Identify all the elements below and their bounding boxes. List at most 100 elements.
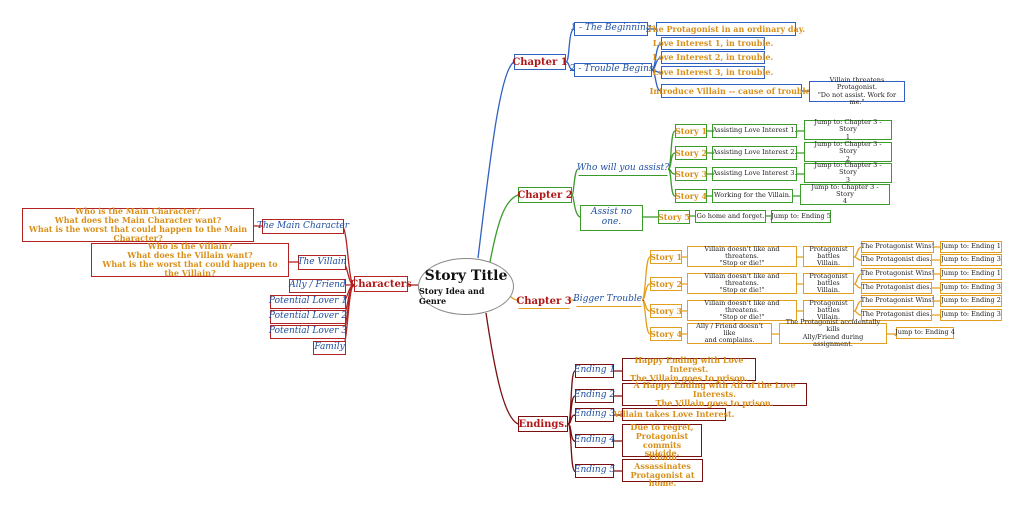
text-line: battles Villain.	[816, 251, 841, 268]
ch3-story-4-jump[interactable]: Jump to: Ending 4	[895, 327, 955, 339]
ch3-story-2[interactable]: Story 2	[650, 277, 682, 291]
ch2-story-3-action[interactable]: Assisting Love Interest 3.	[712, 167, 797, 181]
question-line: What does the Main Character want?	[54, 215, 222, 226]
chapter-2-node[interactable]: Chapter 2	[517, 187, 573, 203]
potential-lover-1-node[interactable]: Potential Lover 1	[269, 295, 347, 309]
question-line: Who is the Villain?	[147, 241, 233, 252]
ch3-story-3-win-jump[interactable]: Jump to: Ending 2	[940, 295, 1002, 307]
note-line: Villain threatens Protagonist.	[829, 76, 885, 92]
ch2-story-1-jump[interactable]: Jump to: Chapter 3 - Story 1	[804, 119, 892, 141]
text-line: Protagonist	[809, 244, 848, 253]
chapter-1-node[interactable]: Chapter 1	[512, 54, 568, 70]
ch3-story-4-kill[interactable]: The Protagonist accidentally kills Ally/…	[779, 319, 887, 347]
jump-line: Jump to: Chapter 3 - Story	[811, 182, 879, 198]
ch2-story-2-action[interactable]: Assisting Love Interest 2.	[712, 146, 797, 160]
endings-node[interactable]: Endings.	[518, 416, 568, 432]
ch2-story-3[interactable]: Story 3	[675, 167, 707, 181]
potential-lover-3-node[interactable]: Potential Lover 3	[269, 325, 347, 339]
ch2-story-5[interactable]: Story 5	[658, 210, 690, 224]
ending-2-detail[interactable]: A Happy Ending with All of the Love Inte…	[622, 380, 807, 408]
ch3-story-2-die[interactable]: The Protagonist dies.	[861, 282, 932, 294]
text-line: Protagonist at home.	[630, 469, 695, 489]
question-line: What is the worst that could happen to t…	[102, 259, 278, 278]
potential-lover-2-node[interactable]: Potential Lover 2	[269, 310, 347, 324]
label-line: one.	[601, 217, 622, 227]
ch3-story-1[interactable]: Story 1	[650, 250, 682, 264]
text-line: "Stop or die!"	[719, 313, 765, 322]
ch1-beginning-node[interactable]: 1 - The Beginning	[570, 22, 652, 36]
text-line: "Stop or die!"	[719, 259, 765, 268]
ch3-story-4-complaint[interactable]: Ally / Friend doesn't like and complains…	[687, 321, 772, 344]
text-line: Protagonist	[809, 271, 848, 280]
ch3-bigger-trouble-node[interactable]: Bigger Trouble.	[573, 293, 645, 307]
ch2-story-2[interactable]: Story 2	[675, 146, 707, 160]
question-line: What is the worst that could happen to t…	[28, 224, 248, 243]
ending-4-node[interactable]: Ending 4	[574, 434, 615, 448]
ending-1-detail[interactable]: Happy Ending with Love Interest. The Vil…	[622, 355, 756, 383]
ch3-story-3-die[interactable]: The Protagonist dies.	[861, 309, 932, 321]
ch2-story-4-jump[interactable]: Jump to: Chapter 3 - Story 4	[800, 182, 890, 206]
ch3-story-1-threat[interactable]: Villain doesn't like and threatens. "Sto…	[687, 245, 797, 268]
ch2-story-3-jump[interactable]: Jump to: Chapter 3 - Story 3	[804, 161, 892, 183]
family-node[interactable]: Family	[313, 341, 346, 355]
ending-1-node[interactable]: Ending 1	[574, 364, 615, 378]
ch1-love-interest-3[interactable]: Love Interest 3, in trouble.	[652, 66, 774, 79]
text-line: A Happy Ending with All of the Love Inte…	[633, 380, 796, 400]
text-line: The Villain goes to prison.	[655, 397, 774, 408]
ch3-story-3[interactable]: Story 3	[650, 304, 682, 318]
ch2-story-4-action[interactable]: Working for the Villain.	[712, 189, 793, 203]
ch1-trouble-node[interactable]: 2 - Trouble Begins.	[570, 63, 656, 77]
ending-5-detail[interactable]: Villain Assassinates Protagonist at home…	[622, 453, 703, 488]
ch2-story-2-jump[interactable]: Jump to: Chapter 3 - Story 2	[804, 141, 892, 162]
ch1-beginning-detail[interactable]: The Protagonist in an ordinary day.	[647, 22, 805, 36]
ch3-story-3-battle[interactable]: Protagonist battles Villain.	[803, 299, 854, 321]
ch2-story-5-action[interactable]: Go home and forget.	[695, 210, 766, 223]
characters-node[interactable]: Characters	[350, 276, 412, 292]
jump-line: 4	[842, 197, 848, 206]
ch3-story-2-battle[interactable]: Protagonist battles Villain.	[803, 271, 854, 295]
ch3-story-2-win-jump[interactable]: Jump to: Ending 1	[940, 268, 1002, 280]
ch3-story-3-die-jump[interactable]: Jump to: Ending 3	[940, 309, 1002, 321]
ch3-story-1-win-jump[interactable]: Jump to: Ending 1	[940, 241, 1002, 253]
ch2-story-1[interactable]: Story 1	[675, 124, 707, 138]
central-topic[interactable]: Story Title Story Idea and Genre	[418, 258, 514, 315]
question-line: What does the Villain want?	[127, 250, 253, 261]
text-line: The Villain goes to prison.	[629, 372, 749, 383]
text-line: Happy Ending with Love Interest.	[634, 355, 744, 375]
ch1-introduce-villain[interactable]: Introduce Villain -- cause of trouble.	[650, 84, 813, 98]
ending-3-detail[interactable]: Villain takes Love Interest.	[613, 408, 735, 421]
ending-4-detail[interactable]: Due to regret, Protagonist commits suici…	[622, 423, 702, 458]
text-line: The Protagonist accidentally kills	[785, 318, 881, 334]
ch3-story-3-threat[interactable]: Villain doesn't like and threatens. "Sto…	[687, 299, 797, 322]
ally-friend-node[interactable]: Ally / Friend	[289, 279, 346, 293]
ending-3-node[interactable]: Ending 3	[574, 408, 615, 422]
ch1-love-interest-1[interactable]: Love Interest 1, in trouble.	[652, 37, 774, 50]
ch3-story-2-die-jump[interactable]: Jump to: Ending 3	[940, 282, 1002, 294]
jump-line: 1	[845, 132, 851, 141]
chapter-3-node[interactable]: Chapter 3	[516, 293, 572, 309]
ch3-story-2-win[interactable]: The Protagonist Wins!	[861, 268, 934, 280]
ch3-story-1-die-jump[interactable]: Jump to: Ending 3	[940, 254, 1002, 266]
ending-2-node[interactable]: Ending 2	[574, 389, 615, 403]
ending-5-node[interactable]: Ending 5	[574, 464, 615, 478]
ch1-love-interest-2[interactable]: Love Interest 2, in trouble.	[652, 51, 774, 64]
text-line: Ally / Friend doesn't like	[696, 321, 763, 337]
ch3-story-4[interactable]: Story 4	[650, 327, 682, 341]
ch1-villain-threat[interactable]: Villain threatens Protagonist. "Do not a…	[809, 77, 905, 105]
villain-node[interactable]: The Villain	[298, 255, 347, 270]
ch3-story-1-battle[interactable]: Protagonist battles Villain.	[803, 244, 854, 268]
ch2-assist-no-one-node[interactable]: Assist no one.	[580, 205, 643, 231]
ch2-story-4[interactable]: Story 4	[675, 189, 707, 203]
ch2-story-1-action[interactable]: Assisting Love Interest 1.	[712, 124, 797, 138]
story-subtitle: Story Idea and Genre	[419, 285, 485, 306]
text-line: battles Villain.	[816, 278, 841, 295]
ch2-story-5-jump[interactable]: Jump to: Ending 5	[771, 210, 831, 223]
ch3-story-3-win[interactable]: The Protagonist Wins!	[861, 295, 934, 307]
jump-line: Jump to: Chapter 3 - Story	[814, 161, 882, 177]
ch2-who-assist-node[interactable]: Who will you assist?	[577, 162, 669, 176]
ch3-story-1-die[interactable]: The Protagonist dies.	[861, 254, 932, 266]
main-character-node[interactable]: The Main Character	[257, 219, 349, 234]
text-line: "Stop or die!"	[719, 286, 765, 295]
ch3-story-2-threat[interactable]: Villain doesn't like and threatens. "Sto…	[687, 272, 797, 295]
ch3-story-1-win[interactable]: The Protagonist Wins!	[861, 241, 934, 253]
